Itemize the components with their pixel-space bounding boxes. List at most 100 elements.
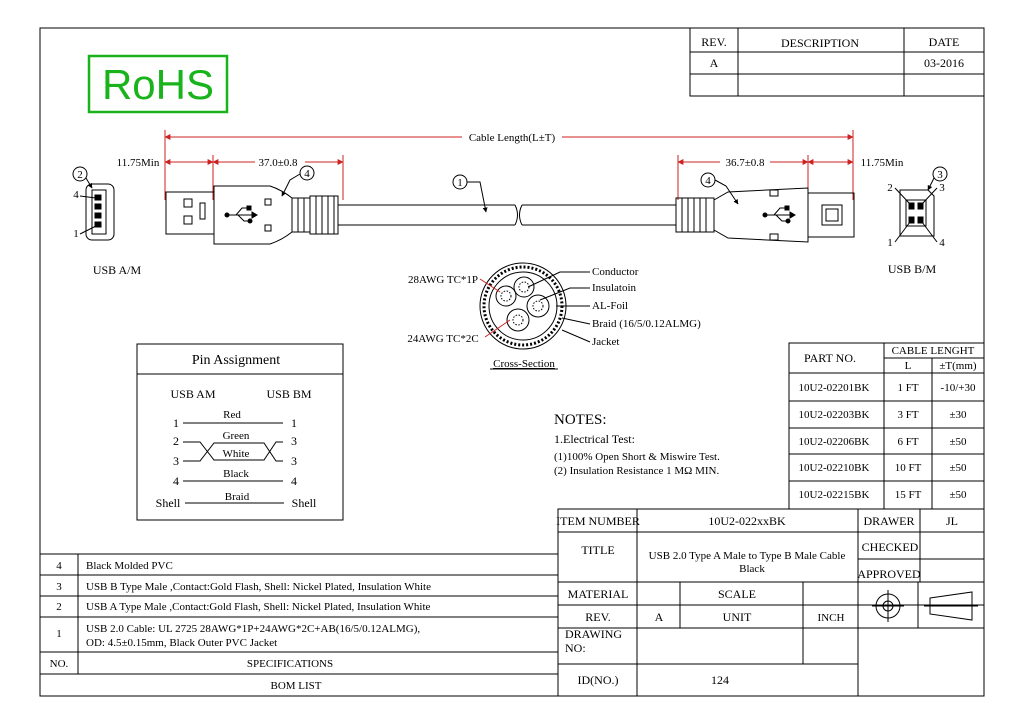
bom-row-spec: Black Molded PVC (86, 560, 173, 572)
note-line-3: (2) Insulation Resistance 1 MΩ MIN. (554, 465, 719, 477)
notes-title: NOTES: (554, 412, 607, 428)
callout-1: 1 (457, 177, 463, 189)
callouts: 1 4 4 (281, 165, 739, 213)
right-min-label: 11.75Min (861, 157, 904, 169)
callout-4-right: 4 (705, 175, 711, 187)
usb-a-label: USB A/M (93, 263, 142, 277)
tolerance-cell: ±30 (949, 409, 967, 421)
cable-length-cell: 3 FT (897, 409, 918, 421)
rev-header: REV. (701, 35, 726, 49)
part-number-cell: 10U2-02201BK (799, 382, 870, 394)
usb-a-connector (165, 185, 345, 245)
rev-label: REV. (585, 610, 610, 624)
usb-b-pin-2: 2 (887, 182, 893, 194)
label-insulation: Insulatoin (592, 282, 636, 294)
rev-value: A (710, 56, 719, 70)
label-conductor: Conductor (592, 266, 639, 278)
drawing-no-label-1: DRAWING (565, 627, 622, 641)
pin-left-3: 3 (173, 454, 179, 468)
title-block: ITEM NUMBER 10U2-022xxBK DRAWER JL TITLE… (556, 508, 985, 697)
pin-left-shell: Shell (156, 496, 181, 510)
date-header: DATE (929, 35, 960, 49)
approved-label: APPROVED (857, 567, 921, 581)
part-no-header: PART NO. (804, 351, 856, 365)
cable-length-dimension: Cable Length(L±T) (164, 130, 854, 200)
l-header: L (905, 360, 912, 372)
bom-footer: BOM LIST (270, 680, 321, 692)
left-min-label: 11.75Min (117, 157, 160, 169)
title-label: TITLE (581, 543, 614, 557)
pin-right-shell: Shell (292, 496, 317, 510)
title-line-2: Black (739, 563, 765, 575)
tolerance-cell: -10/+30 (941, 382, 976, 394)
pin-right-4: 4 (291, 474, 297, 488)
usb-b-pin-1: 1 (887, 237, 893, 249)
left-dim-label: 37.0±0.8 (258, 157, 298, 169)
usb-logo-b (762, 205, 796, 224)
cable-length-header: CABLE LENGHT (892, 345, 975, 357)
bom-row-number: 1 (56, 628, 62, 640)
part-number-cell: 10U2-02203BK (799, 409, 870, 421)
note-line-1: 1.Electrical Test: (554, 432, 635, 446)
revision-table: REV. DESCRIPTION DATE A 03-2016 (689, 27, 985, 97)
part-number-cell: 10U2-02206BK (799, 436, 870, 448)
bom-row-number: 3 (56, 581, 62, 593)
pin-right-2: 3 (291, 434, 297, 448)
wire-braid: Braid (225, 491, 250, 503)
unit-value: INCH (818, 612, 845, 624)
rohs-text: RoHS (102, 61, 214, 108)
cross-section-title: Cross-Section (493, 358, 555, 370)
material-label: MATERIAL (568, 587, 629, 601)
bom-row-spec: OD: 4.5±0.15mm, Black Outer PVC Jacket (86, 637, 277, 649)
usb-a-pin-1: 1 (73, 228, 79, 240)
left-dimensions: 11.75Min 37.0±0.8 (117, 155, 344, 200)
pin-left-1: 1 (173, 416, 179, 430)
id-value: 124 (711, 673, 729, 687)
label-braid: Braid (16/5/0.12ALMG) (592, 318, 701, 330)
usb-b-connector (675, 187, 855, 243)
part-number-table: PART NO. CABLE LENGHT L ±T(mm) 10U2-0220… (788, 342, 985, 510)
cable-length-cell: 6 FT (897, 436, 918, 448)
title-line-1: USB 2.0 Type A Male to Type B Male Cable (649, 550, 846, 562)
cable-length-cell: 15 FT (895, 489, 922, 501)
usb-b-pin-3: 3 (939, 182, 945, 194)
cable-length-label: Cable Length(L±T) (469, 132, 556, 144)
checked-label: CHECKED (862, 540, 919, 554)
drawing-no-label-2: NO: (565, 641, 586, 655)
callout-2: 2 (77, 169, 83, 181)
pin-assignment-title: Pin Assignment (192, 353, 280, 368)
tolerance-cell: ±50 (949, 436, 967, 448)
wire-green: Green (223, 430, 250, 442)
unit-label: UNIT (723, 610, 752, 624)
part-number-cell: 10U2-02215BK (799, 489, 870, 501)
item-number-label: ITEM NUMBER (556, 514, 640, 528)
usb-a-pin-4: 4 (73, 189, 79, 201)
right-dim-label: 36.7±0.8 (725, 157, 765, 169)
usb-b-end-view: 3 2 3 1 4 USB B/M (887, 166, 948, 276)
bom-no-header: NO. (50, 658, 69, 670)
cable-body (345, 204, 676, 226)
usb-logo (224, 205, 258, 224)
part-number-cell: 10U2-02210BK (799, 462, 870, 474)
scale-label: SCALE (718, 587, 756, 601)
bom-row-spec: USB 2.0 Cable: UL 2725 28AWG*1P+24AWG*2C… (86, 623, 420, 635)
callout-4-left: 4 (304, 168, 310, 180)
pin-left-2: 2 (173, 434, 179, 448)
tolerance-cell: ±50 (949, 462, 967, 474)
wire-white: White (223, 448, 250, 460)
label-jacket: Jacket (592, 336, 619, 348)
cable-length-cell: 10 FT (895, 462, 922, 474)
callout-3: 3 (937, 169, 943, 181)
cross-section: 28AWG TC*1P 24AWG TC*2C Conductor Insula… (407, 262, 701, 370)
item-number-value: 10U2-022xxBK (708, 514, 786, 528)
pin-left-4: 4 (173, 474, 179, 488)
col-usb-am: USB AM (170, 387, 215, 401)
pin-right-3: 3 (291, 454, 297, 468)
notes: NOTES: 1.Electrical Test: (1)100% Open S… (554, 412, 720, 477)
bom-row-spec: USB A Type Male ,Contact:Gold Flash, She… (86, 601, 430, 613)
bom-row-number: 2 (56, 601, 62, 613)
tolerance-cell: ±50 (949, 489, 967, 501)
note-line-2: (1)100% Open Short & Miswire Test. (554, 451, 720, 463)
